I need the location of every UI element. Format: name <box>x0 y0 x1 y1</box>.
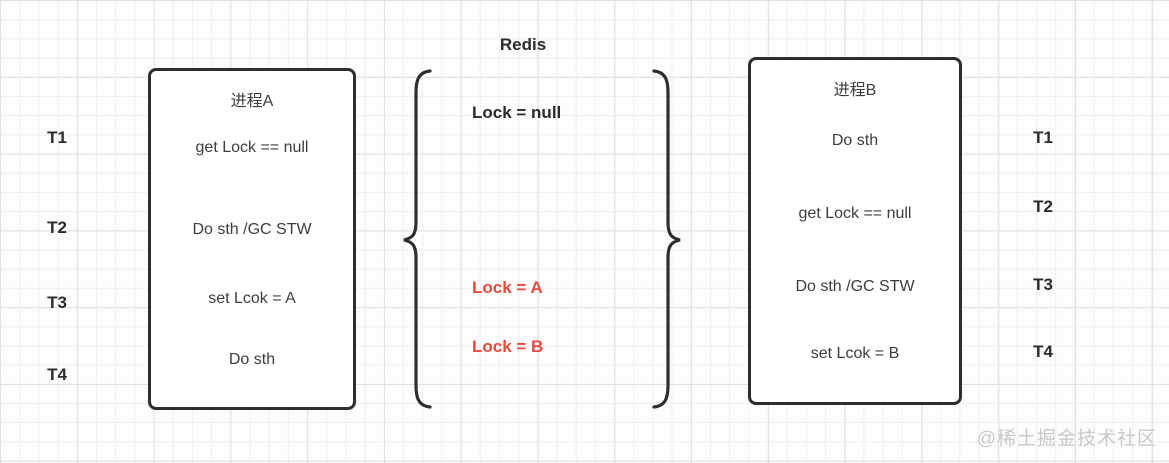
timeline-left-t4: T4 <box>47 365 67 384</box>
process-a-step-t1: get Lock == null <box>195 139 309 156</box>
watermark: @稀土掘金技术社区 <box>976 428 1157 450</box>
timeline-right-t3: T3 <box>1033 275 1053 294</box>
left-brace-icon <box>403 69 432 409</box>
process-a-step-t2: Do sth /GC STW <box>192 221 312 238</box>
process-a-title: 进程A <box>230 93 274 110</box>
process-b-step-t1: Do sth <box>831 132 879 149</box>
process-b-title: 进程B <box>833 82 877 99</box>
process-b-step-t4: set Lcok = B <box>810 345 900 362</box>
process-a-step-t3: set Lcok = A <box>208 290 296 307</box>
redis-state-lock-a: Lock = A <box>472 278 543 297</box>
timeline-left-t3: T3 <box>47 293 67 312</box>
redis-title: Redis <box>499 35 547 54</box>
timeline-left-t1: T1 <box>47 128 67 147</box>
timeline-right-t2: T2 <box>1033 197 1053 216</box>
timeline-right-t1: T1 <box>1033 128 1053 147</box>
redis-state-null: Lock = null <box>472 103 562 122</box>
process-b-box: 进程B Do sth get Lock == null Do sth /GC S… <box>748 57 962 405</box>
process-a-box: 进程A get Lock == null Do sth /GC STW set … <box>148 68 356 410</box>
process-b-step-t2: get Lock == null <box>798 205 912 222</box>
process-a-step-t4: Do sth <box>228 351 276 368</box>
timeline-left-t2: T2 <box>47 218 67 237</box>
redis-state-lock-b: Lock = B <box>472 337 544 356</box>
process-b-step-t3: Do sth /GC STW <box>795 278 915 295</box>
right-brace-icon <box>652 69 681 409</box>
timeline-right-t4: T4 <box>1033 342 1053 361</box>
